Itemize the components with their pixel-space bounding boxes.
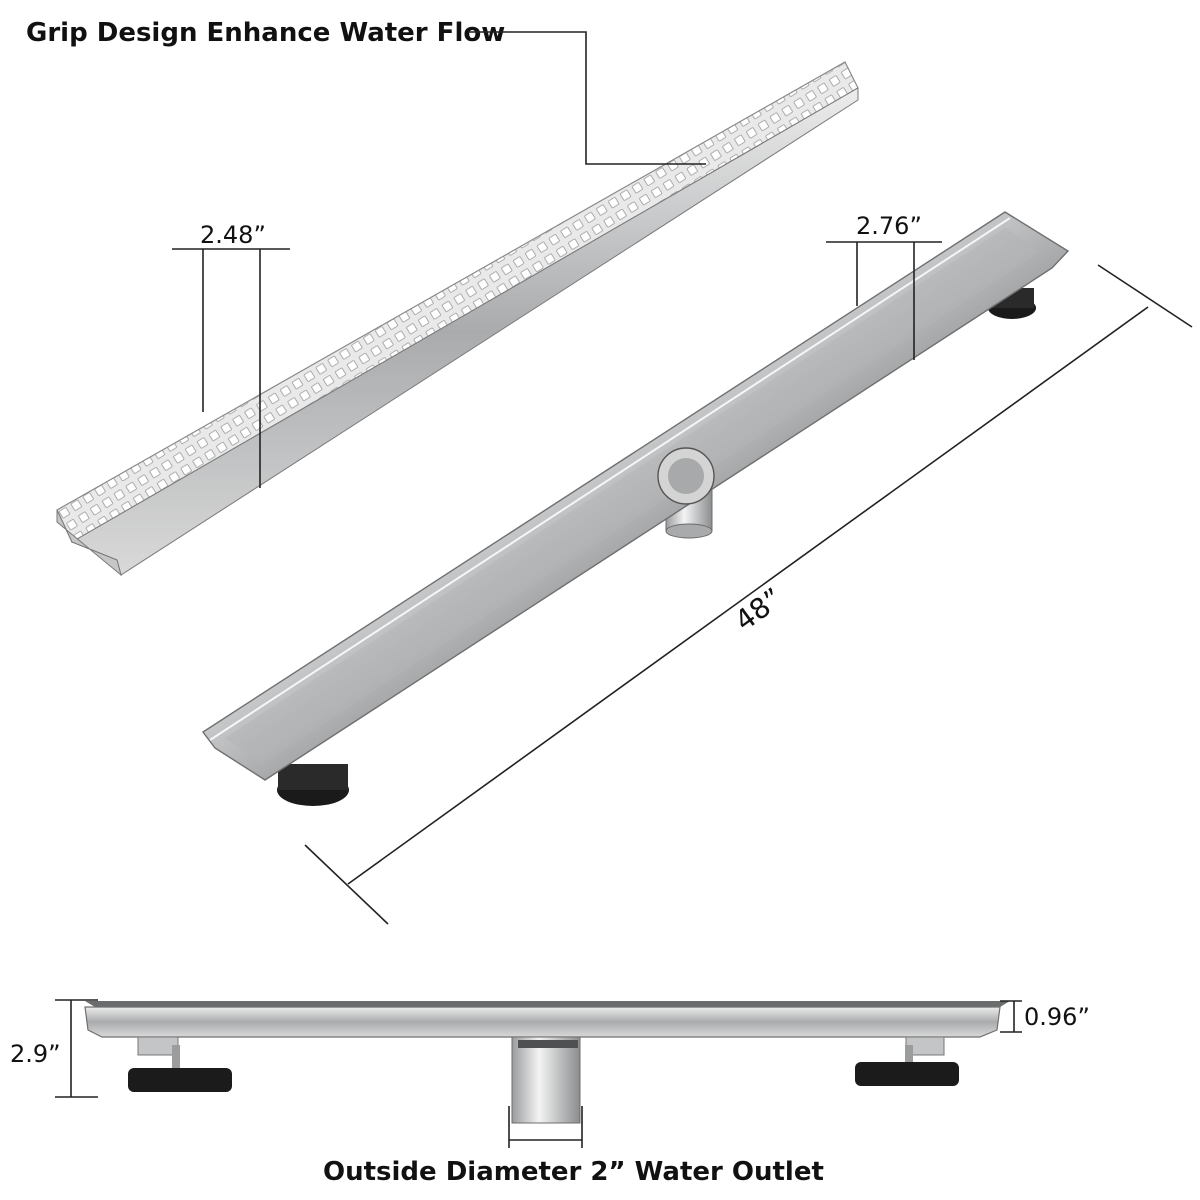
grate-width-label: 2.48” bbox=[200, 221, 266, 249]
grate-illustration bbox=[56, 61, 859, 577]
outlet-dimension: Outside Diameter 2” Water Outlet bbox=[323, 1106, 824, 1187]
channel-outlet-rim bbox=[665, 523, 713, 539]
grate-end-lip bbox=[56, 509, 122, 577]
channel-depth-label: 0.96” bbox=[1024, 1003, 1090, 1031]
side-left-foot bbox=[128, 1068, 232, 1092]
side-right-screw bbox=[905, 1045, 913, 1073]
channel-inner-floor bbox=[225, 228, 1040, 764]
grate-feature-label: Grip Design Enhance Water Flow bbox=[26, 18, 505, 48]
length-ext-far bbox=[1097, 264, 1193, 328]
side-outlet-collar bbox=[518, 1040, 578, 1048]
side-left-screw bbox=[172, 1045, 180, 1075]
leveling-foot-front-body bbox=[278, 764, 348, 790]
total-height-dimension: 2.9” bbox=[10, 999, 98, 1098]
channel-depth-dimension: 0.96” bbox=[1000, 1000, 1090, 1033]
channel-drain-hole bbox=[668, 458, 704, 494]
outlet-label: Outside Diameter 2” Water Outlet bbox=[323, 1157, 824, 1187]
channel-edge-highlight bbox=[209, 217, 1011, 741]
length-dim-line bbox=[347, 306, 1149, 885]
side-outlet-pipe bbox=[511, 1036, 581, 1124]
length-label: 48” bbox=[729, 581, 789, 637]
grate-feature-callout: Grip Design Enhance Water Flow bbox=[26, 18, 706, 165]
grate-width-dimension: 2.48” bbox=[172, 221, 290, 488]
side-view-illustration bbox=[84, 1001, 1010, 1124]
channel-width-dimension: 2.76” bbox=[826, 212, 942, 360]
length-ext-near bbox=[304, 844, 389, 925]
side-view-top-rim bbox=[85, 1001, 1010, 1007]
grate-side-edge bbox=[70, 87, 859, 576]
grate-feature-leader bbox=[468, 31, 706, 165]
total-height-label: 2.9” bbox=[10, 1040, 61, 1068]
channel-width-label: 2.76” bbox=[856, 212, 922, 240]
side-right-foot bbox=[855, 1062, 959, 1086]
side-view-body bbox=[84, 1006, 1001, 1038]
channel-illustration bbox=[201, 211, 1070, 806]
